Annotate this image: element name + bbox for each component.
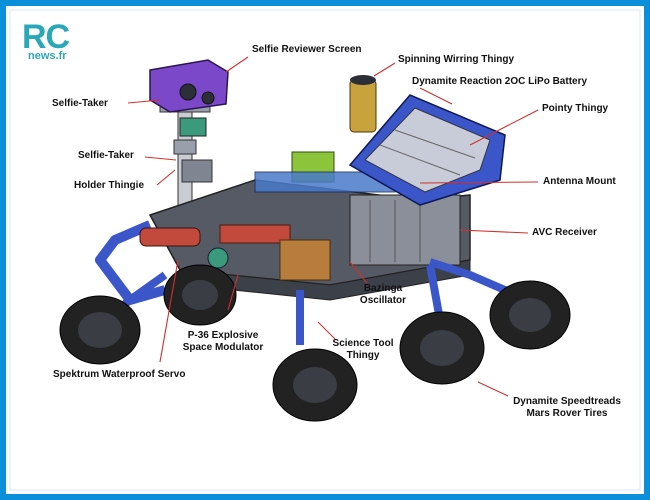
leader-selfie-taker-2 xyxy=(144,156,177,161)
robotic-arm xyxy=(95,220,229,305)
leader-tires xyxy=(477,381,509,397)
leader-antenna xyxy=(419,181,539,184)
leader-avc xyxy=(459,229,529,234)
label-bazinga-oscillator: Bazinga Oscillator xyxy=(360,283,406,307)
logo-main-text: RC xyxy=(22,18,70,56)
spinning-drum xyxy=(349,79,377,133)
leader-pointy xyxy=(469,109,539,146)
label-selfie-taker-top: Selfie-Taker xyxy=(52,98,108,109)
logo-sub-text: news.fr xyxy=(28,50,67,62)
label-pointy-thingy: Pointy Thingy xyxy=(542,103,609,114)
label-spinning-wirring-thingy: Spinning Wirring Thingy xyxy=(398,54,515,65)
label-dynamite-reaction-battery: Dynamite Reaction 2OC LiPo Battery xyxy=(412,76,588,87)
label-science-line2: Thingy xyxy=(346,350,380,361)
label-speedtreads-tires: Dynamite Speedtreads Mars Rover Tires xyxy=(513,396,621,420)
leader-lines xyxy=(127,56,539,397)
label-bazinga-line2: Oscillator xyxy=(359,295,407,306)
label-p36-line1: P-36 Explosive xyxy=(187,330,259,341)
rover-body xyxy=(148,151,471,301)
label-antenna-mount: Antenna Mount xyxy=(543,176,616,187)
label-selfie-reviewer-screen: Selfie Reviewer Screen xyxy=(252,44,362,55)
leader-selfie-screen xyxy=(225,56,249,73)
leader-science xyxy=(317,321,337,341)
label-selfie-taker-mid: Selfie-Taker xyxy=(78,150,134,161)
leader-bazinga xyxy=(349,261,368,284)
label-p36-line2: Space Modulator xyxy=(182,342,264,353)
label-science-line1: Science Tool xyxy=(332,338,394,349)
label-spektrum-servo: Spektrum Waterproof Servo xyxy=(53,369,186,380)
leader-selfie-taker-1 xyxy=(127,99,161,104)
label-bazinga-line1: Bazinga xyxy=(363,283,403,294)
label-avc-receiver: AVC Receiver xyxy=(532,227,597,238)
leader-battery xyxy=(419,87,453,105)
mast-assembly xyxy=(149,59,229,231)
leader-spinning xyxy=(373,62,396,77)
label-tires-line2: Mars Rover Tires xyxy=(526,408,608,419)
label-tires-line1: Dynamite Speedtreads xyxy=(513,396,621,407)
label-p36-modulator: P-36 Explosive Space Modulator xyxy=(183,330,264,354)
rtg-assembly xyxy=(348,75,506,206)
side-panel xyxy=(349,194,461,266)
leader-p36 xyxy=(227,274,239,311)
leader-holder xyxy=(156,169,176,186)
tires xyxy=(59,264,571,422)
leader-spektrum xyxy=(159,259,179,363)
label-science-tool: Science Tool Thingy xyxy=(333,338,394,362)
label-holder-thingie: Holder Thingie xyxy=(74,180,144,191)
rcnews-logo: RC news.fr xyxy=(18,16,78,66)
